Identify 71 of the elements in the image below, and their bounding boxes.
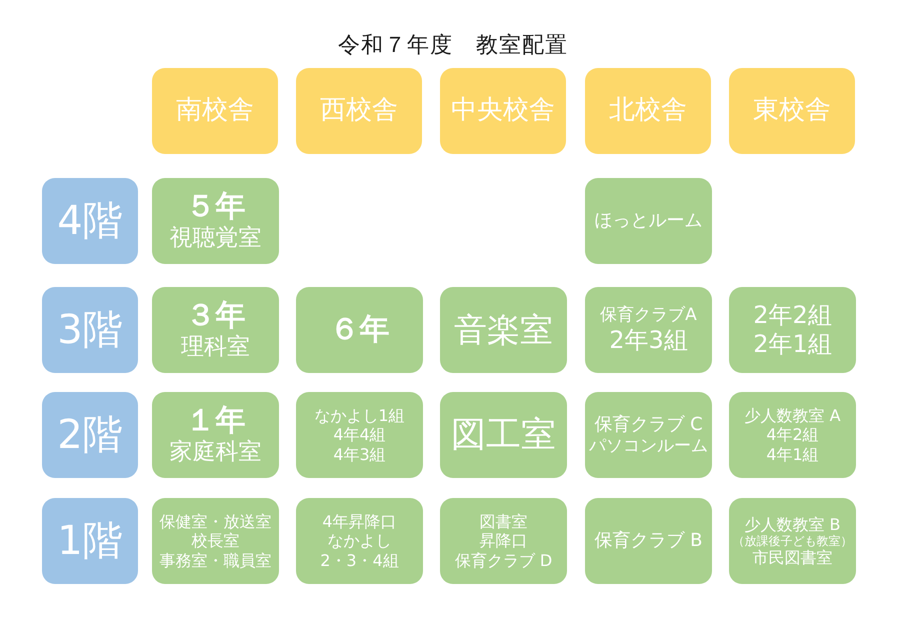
building-box <box>585 68 711 154</box>
room-name: 図書室 <box>480 512 528 532</box>
room-name: 4年3組 <box>333 444 386 464</box>
room-name: ５年 <box>186 189 246 226</box>
room-name: 2年2組 <box>753 301 832 330</box>
room-box <box>585 287 712 373</box>
room-name: 図工室 <box>451 414 556 456</box>
room-name: 保育クラブ D <box>454 550 552 570</box>
floor-box <box>42 498 138 584</box>
building-box <box>729 68 855 154</box>
building-name: 南校舎 <box>176 95 254 127</box>
room-name: ６年 <box>330 312 390 348</box>
room-name: 4年2組 <box>766 425 819 445</box>
room-name: 昇降口 <box>480 531 528 551</box>
building-box <box>296 68 422 154</box>
room-name: 理科室 <box>181 334 250 362</box>
room-name: 視聴覚室 <box>170 225 262 253</box>
building-name: 中央校舎 <box>451 95 555 127</box>
room-box <box>296 498 423 584</box>
floor-name: 3階 <box>57 306 123 354</box>
room-name: 保健室・放送室 <box>160 512 272 532</box>
room-box <box>585 498 712 584</box>
room-box <box>152 392 279 478</box>
room-name: 校長室 <box>192 531 240 551</box>
room-name: 家庭科室 <box>170 439 262 467</box>
room-box <box>729 392 856 478</box>
room-box <box>440 287 567 373</box>
room-name: 4年1組 <box>766 444 819 464</box>
building-box <box>152 68 278 154</box>
room-name: パソコンルーム <box>589 436 708 456</box>
page-title: 令和７年度 教室配置 <box>337 32 569 60</box>
room-box <box>585 392 712 478</box>
room-name: 少人数教室 B <box>744 514 841 534</box>
room-box <box>440 498 567 584</box>
building-name: 北校舎 <box>609 95 687 127</box>
room-name: 事務室・職員室 <box>160 550 272 570</box>
room-name: 4年昇降口 <box>322 512 397 532</box>
room-name: 2年3組 <box>609 326 688 355</box>
room-name: 少人数教室 A <box>744 406 841 426</box>
room-box <box>296 392 423 478</box>
room-box <box>440 392 567 478</box>
room-name: 市民図書室 <box>752 548 832 568</box>
room-box <box>296 287 423 373</box>
room-name: 2年1組 <box>753 330 832 359</box>
room-name: 保育クラブ B <box>594 530 703 552</box>
room-name: 4年4組 <box>333 425 386 445</box>
room-name: なかよし1組 <box>314 406 405 426</box>
room-box <box>585 178 712 264</box>
building-box <box>440 68 566 154</box>
room-name: ３年 <box>186 298 246 334</box>
room-box <box>152 498 279 584</box>
floor-box <box>42 287 138 373</box>
room-box <box>729 498 856 584</box>
room-name: 音楽室 <box>454 310 553 350</box>
floor-name: 1階 <box>57 517 123 565</box>
room-name: １年 <box>186 403 246 440</box>
building-name: 西校舎 <box>320 95 398 127</box>
floor-box <box>42 178 138 264</box>
room-name: ほっとルーム <box>594 210 702 232</box>
room-name: 保育クラブA <box>600 305 697 326</box>
room-name: 2・3・4組 <box>320 550 399 570</box>
room-name: なかよし <box>328 531 392 551</box>
floor-name: 2階 <box>57 411 123 459</box>
room-box <box>729 287 856 373</box>
room-box <box>152 287 279 373</box>
room-name: （放課後子ども教室） <box>732 534 852 548</box>
floor-name: 4階 <box>57 197 123 245</box>
room-name: 保育クラブ C <box>594 414 703 436</box>
building-name: 東校舎 <box>753 95 831 127</box>
room-box <box>152 178 279 264</box>
floor-box <box>42 392 138 478</box>
